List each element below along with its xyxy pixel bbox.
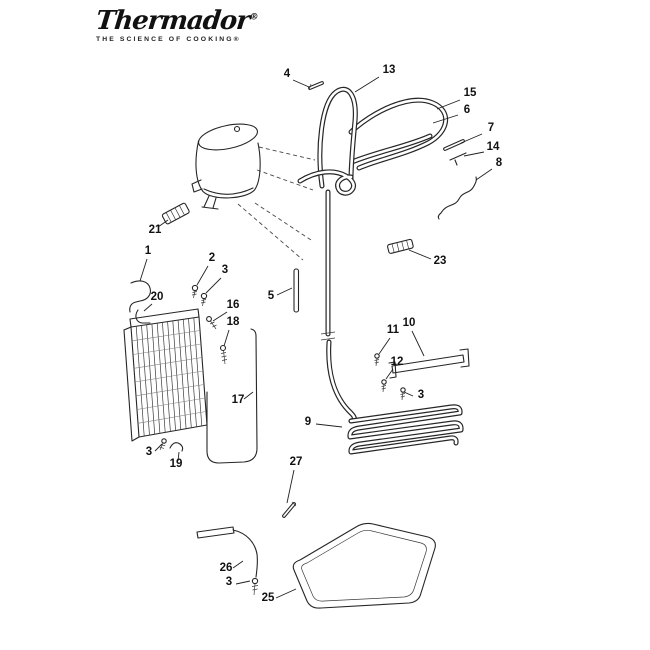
drain-clip-assembly: [196, 526, 259, 596]
part-number-12: 12: [391, 356, 404, 368]
screw: [159, 438, 167, 451]
part-number-2: 2: [209, 252, 215, 264]
leader-line-3: [403, 391, 414, 397]
leader-line-1: [139, 258, 148, 282]
part-number-20: 20: [151, 291, 164, 303]
mounting-bracket: [129, 280, 151, 324]
part-number-1: 1: [145, 245, 152, 257]
leader-line-25: [275, 588, 297, 599]
screw: [200, 292, 208, 307]
leader-line-15: [436, 99, 461, 110]
clip: [449, 152, 467, 166]
part-number-4: 4: [284, 68, 291, 80]
part-number-9: 9: [305, 416, 311, 428]
leader-line-11: [378, 337, 391, 355]
part-number-8: 8: [496, 157, 503, 169]
part-number-27: 27: [290, 456, 303, 468]
part-number-10: 10: [403, 317, 416, 329]
screw: [400, 387, 406, 401]
part-number-19: 19: [170, 458, 183, 470]
screw: [191, 284, 199, 299]
heater-bracket: [388, 348, 470, 379]
filter-drier: [161, 202, 190, 225]
leader-line-9: [315, 423, 343, 428]
part-number-6: 6: [464, 104, 470, 116]
part-number-13: 13: [383, 64, 396, 76]
leader-line-3: [205, 277, 222, 294]
stand-pipe: [293, 268, 300, 313]
part-number-3: 3: [226, 576, 232, 588]
part-number-7: 7: [488, 122, 494, 134]
screw: [206, 316, 217, 330]
leader-line-4: [292, 79, 310, 88]
screw: [381, 379, 387, 393]
wire-harness: [437, 176, 477, 220]
pin: [308, 81, 324, 91]
part-number-25: 25: [262, 592, 275, 604]
part-number-18: 18: [227, 316, 240, 328]
part-number-21: 21: [149, 224, 162, 236]
leader-line-8: [475, 168, 493, 181]
leader-line-16: [212, 311, 228, 322]
leader-line-12: [385, 368, 394, 380]
leader-line-10: [411, 330, 425, 357]
leader-line-23: [408, 249, 432, 260]
part-number-3: 3: [418, 389, 424, 401]
leader-line-13: [354, 76, 380, 93]
clip: [169, 442, 184, 452]
part-number-26: 26: [220, 562, 233, 574]
leader-line-5: [276, 287, 293, 296]
leader-line-2: [196, 265, 209, 286]
leader-line-14: [463, 151, 485, 157]
condenser-coil: [123, 308, 208, 442]
part-number-3: 3: [222, 264, 228, 276]
condenser-tubing: [300, 89, 446, 421]
leader-line-18: [223, 329, 230, 347]
part-number-16: 16: [227, 299, 240, 311]
screw: [219, 344, 228, 365]
pin: [282, 501, 297, 518]
leader-line-3: [235, 580, 251, 585]
screw: [374, 353, 380, 367]
leader-line-26: [232, 560, 244, 569]
part-number-5: 5: [268, 290, 275, 302]
ribbed-connector: [387, 238, 414, 254]
leader-line-21: [157, 219, 169, 228]
part-number-15: 15: [464, 87, 477, 99]
leader-line-3: [154, 443, 163, 452]
placement-guide-lines: [237, 146, 316, 261]
compressor: [191, 123, 261, 210]
leader-line-6: [432, 114, 459, 124]
part-number-14: 14: [487, 141, 500, 153]
leader-line-7: [460, 133, 483, 144]
leader-line-19: [177, 451, 180, 462]
leader-line-17: [243, 391, 254, 400]
brand-logo: Thermador® THE SCIENCE OF COOKING®: [94, 6, 258, 43]
leader-line-20: [143, 303, 153, 312]
part-number-23: 23: [434, 255, 447, 267]
drain-tube: [206, 328, 258, 464]
part-number-3: 3: [146, 446, 152, 458]
tube-union: [320, 331, 336, 341]
part-number-17: 17: [232, 394, 245, 406]
rod: [443, 139, 465, 151]
part-number-11: 11: [387, 324, 400, 336]
defrost-heater: [350, 407, 461, 452]
brand-tagline: THE SCIENCE OF COOKING®: [96, 36, 241, 43]
drain-pan: [292, 522, 436, 609]
leader-line-27: [286, 469, 295, 504]
